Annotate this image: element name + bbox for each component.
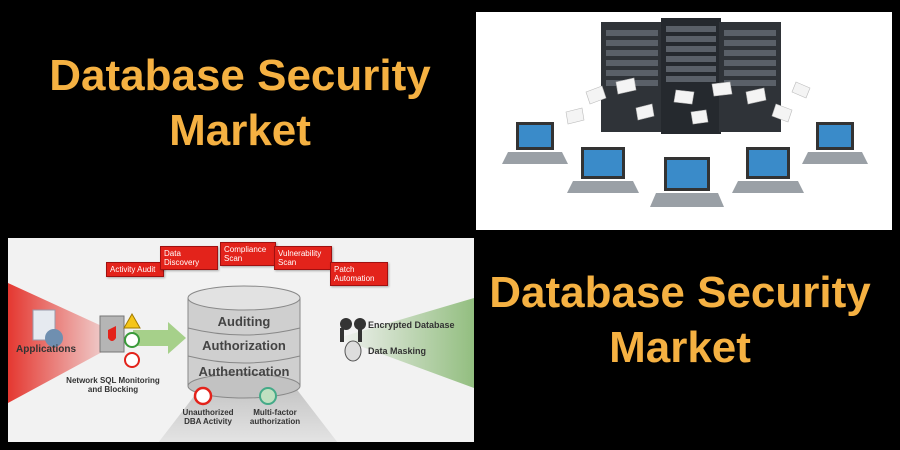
encrypted-database-label: Encrypted Database <box>368 320 455 330</box>
layer-authentication: Authentication <box>198 364 290 379</box>
unauthorized-dba-label: Unauthorized DBA Activity <box>182 408 234 426</box>
title-top-line1: Database Security <box>49 51 431 100</box>
database-security-diagram: Activity Audit Data Discovery Compliance… <box>8 238 474 442</box>
no-entry-icon <box>124 352 140 368</box>
layer-auditing: Auditing <box>217 314 271 329</box>
tag-activity-audit: Activity Audit <box>106 262 164 277</box>
title-top-line2: Market <box>169 106 311 155</box>
check-icon <box>124 332 140 348</box>
tag-data-discovery: Data Discovery <box>160 246 218 270</box>
database-icon <box>187 285 301 399</box>
no-entry-icon <box>193 386 213 406</box>
warning-icon <box>123 312 141 329</box>
server-rack-icon <box>601 18 781 134</box>
servers-network-illustration <box>476 12 892 230</box>
tag-vulnerability-scan: Vulnerability Scan <box>274 246 332 270</box>
key-icon <box>340 318 366 342</box>
tag-patch-automation: Patch Automation <box>330 262 388 286</box>
data-masking-label: Data Masking <box>368 346 427 356</box>
title-bottom: Database Security Market <box>460 265 900 375</box>
multifactor-icon <box>259 387 277 405</box>
title-bottom-line2: Market <box>609 323 751 372</box>
title-top: Database Security Market <box>10 48 470 158</box>
network-label: Network SQL Monitoring and Blocking <box>66 376 160 394</box>
applications-icon <box>32 309 63 347</box>
laptop-icon <box>502 122 868 207</box>
mask-icon <box>344 340 362 362</box>
tag-compliance-scan: Compliance Scan <box>220 242 276 266</box>
firewall-icon <box>99 315 125 353</box>
layer-authorization: Authorization <box>202 338 286 353</box>
applications-label: Applications <box>16 344 77 355</box>
multifactor-label: Multi-factor authorization <box>249 408 301 426</box>
title-bottom-line1: Database Security <box>489 268 871 317</box>
